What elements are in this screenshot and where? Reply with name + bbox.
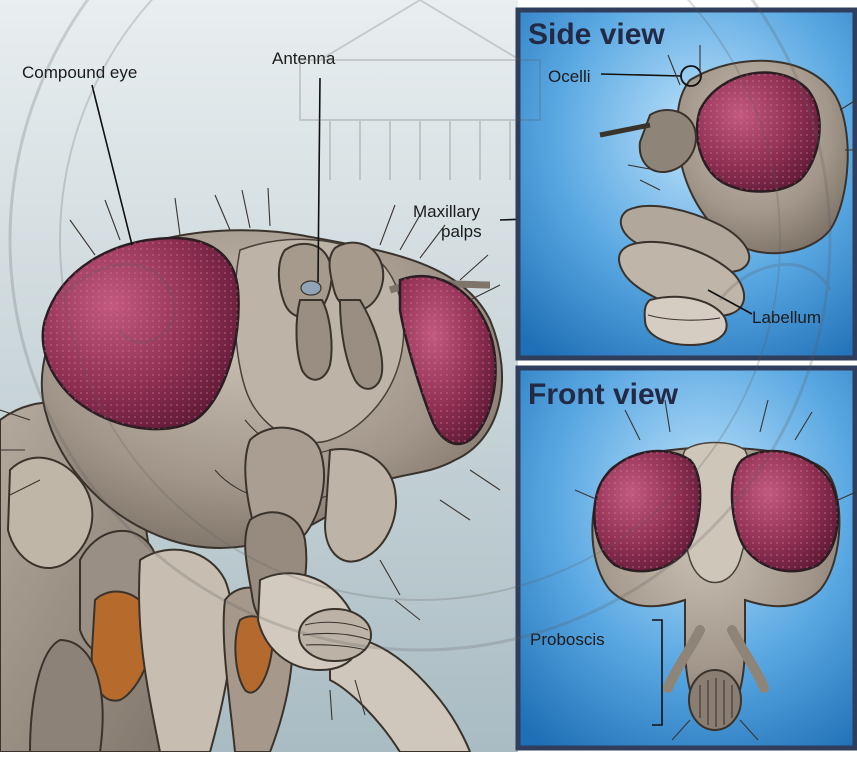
label-maxillary-palps-line1: Maxillary [413,202,481,221]
label-maxillary-palps-line2: palps [441,222,482,241]
label-compound-eye: Compound eye [22,63,137,82]
front-view-panel: Front view Proboscis [518,368,856,748]
front-view-title: Front view [528,378,679,411]
label-ocelli: Ocelli [548,67,591,86]
label-antenna: Antenna [272,49,336,68]
label-labellum: Labellum [752,308,821,327]
side-view-panel: Side view Ocelli Labellum [518,10,856,358]
side-view-title: Side view [528,18,665,51]
